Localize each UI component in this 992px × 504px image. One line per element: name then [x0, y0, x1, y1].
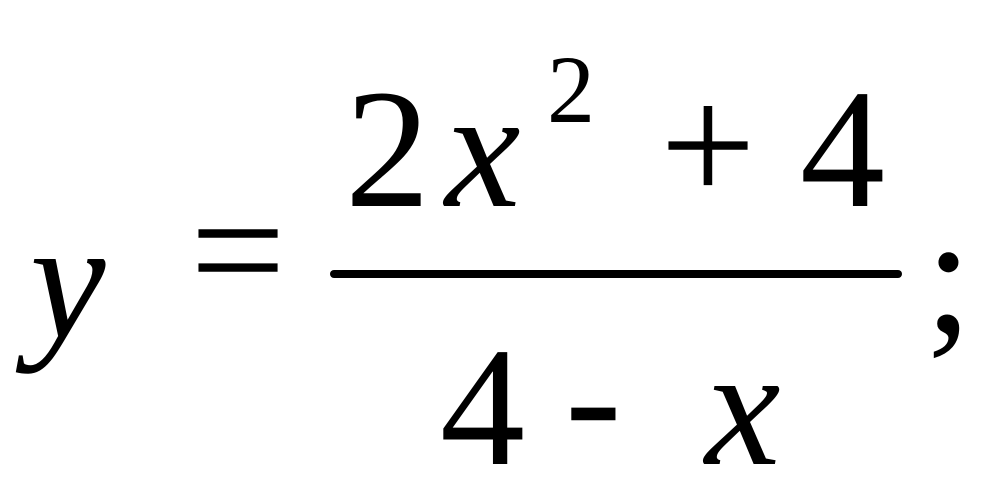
fraction-bar — [330, 270, 902, 278]
equals-sign: = — [190, 156, 286, 344]
denominator-variable-x: x — [705, 313, 781, 501]
numerator-variable-x: x — [445, 55, 521, 243]
denominator-constant: 4 — [440, 313, 525, 501]
numerator-constant: 4 — [800, 55, 885, 243]
denominator-minus-sign: - — [565, 303, 622, 491]
semicolon: ; — [925, 181, 973, 369]
numerator-coefficient: 2 — [345, 55, 430, 243]
numerator-exponent: 2 — [547, 36, 595, 143]
lhs-variable-y: y — [30, 186, 106, 374]
numerator-plus-sign: + — [660, 51, 756, 239]
